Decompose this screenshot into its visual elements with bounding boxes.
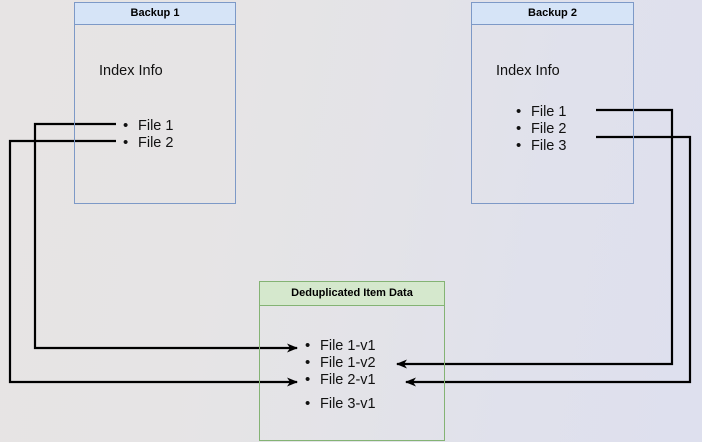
list-item: File 1 (123, 117, 173, 135)
backup-1-file-list: File 1 File 2 (123, 117, 173, 152)
connector-b1-file1-to-file1v1 (33, 122, 298, 353)
list-item: File 1-v2 (305, 354, 376, 372)
list-item: File 3-v1 (305, 395, 376, 413)
connector-b2-file1-to-file1v2 (396, 108, 674, 369)
list-item: File 1-v1 (305, 337, 376, 355)
list-item: File 2 (123, 134, 173, 152)
list-item: File 2-v1 (305, 371, 376, 389)
list-item: File 3 (516, 137, 566, 155)
dedup-title: Deduplicated Item Data (260, 282, 444, 306)
backup-2-title: Backup 2 (472, 3, 633, 25)
backup-1-index-label: Index Info (99, 63, 163, 79)
backup-1-body: Index Info File 1 File 2 (75, 25, 235, 203)
connector-b1-file2-to-file2v1 (8, 139, 298, 387)
list-item: File 2 (516, 120, 566, 138)
backup-2-box: Backup 2 Index Info File 1 File 2 File 3 (471, 2, 634, 204)
dedup-body: File 1-v1 File 1-v2 File 2-v1 File 3-v1 (260, 306, 444, 440)
backup-1-title: Backup 1 (75, 3, 235, 25)
backup-2-file-list: File 1 File 2 File 3 (516, 103, 566, 155)
backup-2-index-label: Index Info (496, 63, 560, 79)
list-item: File 1 (516, 103, 566, 121)
connector-b2-file2-to-file2v1 (405, 135, 692, 387)
dedup-file-list: File 1-v1 File 1-v2 File 2-v1 File 3-v1 (305, 337, 376, 413)
deduplicated-item-data-box: Deduplicated Item Data File 1-v1 File 1-… (259, 281, 445, 441)
backup-2-body: Index Info File 1 File 2 File 3 (472, 25, 633, 203)
backup-1-box: Backup 1 Index Info File 1 File 2 (74, 2, 236, 204)
